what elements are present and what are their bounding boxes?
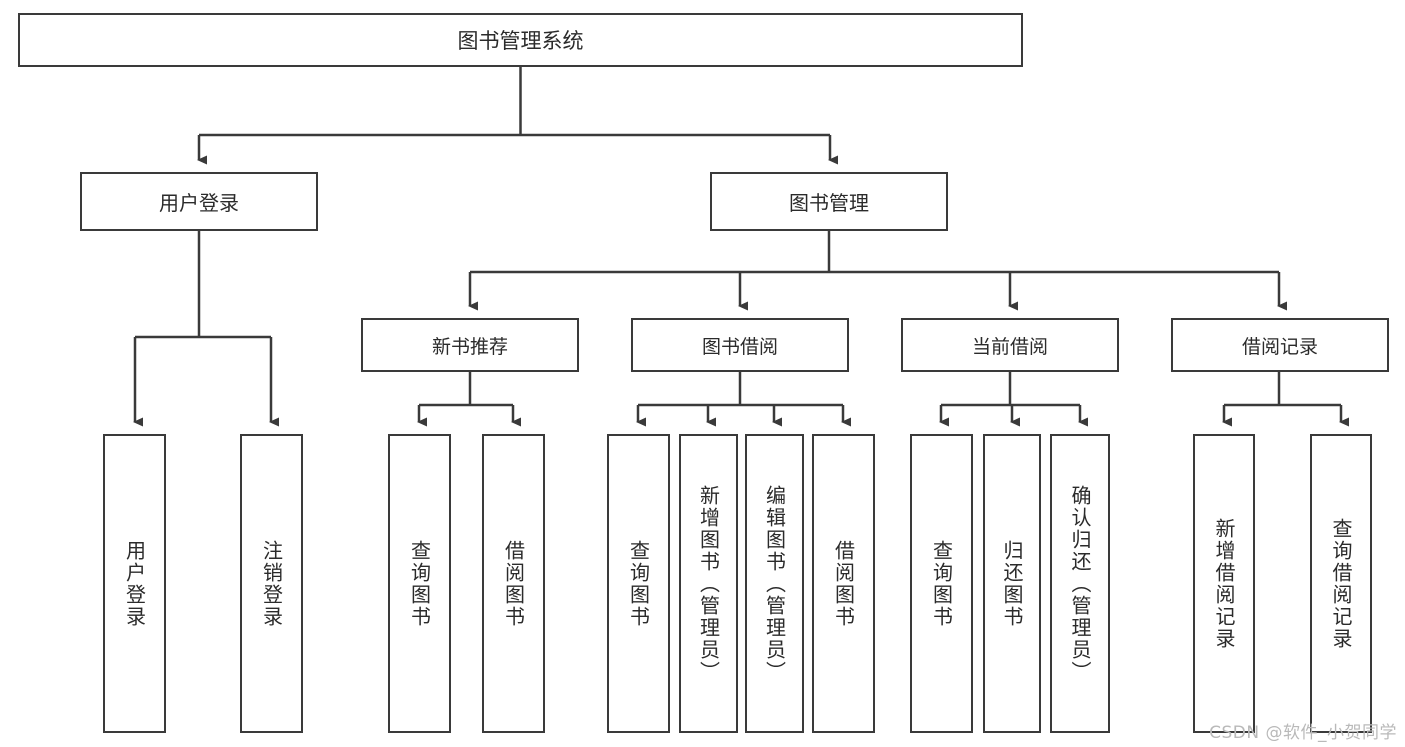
node-leaf-add-borrow-record[interactable]: 新增借阅记录	[1193, 434, 1255, 733]
node-leaf-user-logout[interactable]: 注销登录	[240, 434, 303, 733]
node-leaf-query-book-1[interactable]: 查询图书	[388, 434, 451, 733]
node-root[interactable]: 图书管理系统	[18, 13, 1023, 67]
csdn-watermark: CSDN @软件_小贺同学	[1209, 723, 1397, 743]
node-leaf-return-book[interactable]: 归还图书	[983, 434, 1041, 733]
node-borrow-record[interactable]: 借阅记录	[1171, 318, 1389, 372]
node-leaf-query-borrow-record[interactable]: 查询借阅记录	[1310, 434, 1372, 733]
node-leaf-user-login[interactable]: 用户登录	[103, 434, 166, 733]
node-leaf-borrow-book-2[interactable]: 借阅图书	[812, 434, 875, 733]
node-book-borrow[interactable]: 图书借阅	[631, 318, 849, 372]
node-leaf-query-book-3[interactable]: 查询图书	[910, 434, 973, 733]
node-leaf-borrow-book-1[interactable]: 借阅图书	[482, 434, 545, 733]
node-leaf-edit-book-admin[interactable]: 编辑图书（管理员）	[745, 434, 804, 733]
node-user-login[interactable]: 用户登录	[80, 172, 318, 231]
node-new-book-recommend[interactable]: 新书推荐	[361, 318, 579, 372]
node-leaf-confirm-return-admin[interactable]: 确认归还（管理员）	[1050, 434, 1110, 733]
node-leaf-add-book-admin[interactable]: 新增图书（管理员）	[679, 434, 738, 733]
node-current-borrow[interactable]: 当前借阅	[901, 318, 1119, 372]
node-book-manage[interactable]: 图书管理	[710, 172, 948, 231]
node-leaf-query-book-2[interactable]: 查询图书	[607, 434, 670, 733]
